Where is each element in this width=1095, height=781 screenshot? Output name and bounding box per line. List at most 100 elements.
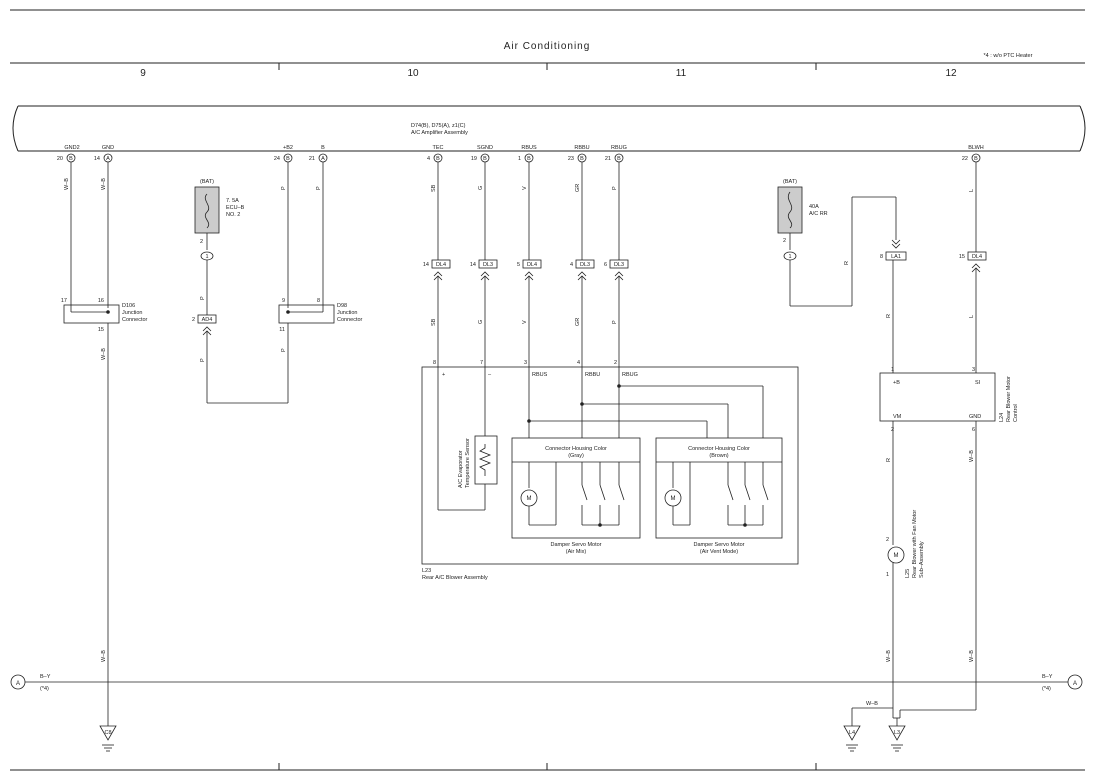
d106-desc: Junction — [122, 310, 143, 316]
pin-label-rbbu: RBBU — [574, 145, 589, 151]
pin-number: 2 — [891, 427, 894, 433]
fuse-rating: 7. 5A — [226, 198, 239, 204]
wire-color-label: G — [478, 186, 484, 190]
pin-number: 5 — [517, 262, 520, 268]
amplifier-connectors: D74(B), D75(A), z1(C) — [411, 123, 466, 129]
d106-name: D106 — [122, 303, 135, 309]
l25-name: L25 — [905, 569, 911, 578]
l23-name: L23 — [422, 568, 431, 574]
dl4-connector — [522, 259, 542, 269]
dl-conn-label: DL3 — [580, 262, 590, 268]
dl3-connector — [478, 259, 498, 269]
conn-letter: A — [106, 156, 110, 162]
sensor-label: A/C Evaporator — [458, 450, 464, 488]
pin-number: 8 — [433, 360, 436, 366]
wire-color-label: W–B — [886, 650, 892, 662]
pin-label: SI — [975, 380, 981, 386]
pin-number: 3 — [972, 367, 975, 373]
l24-blower-control — [879, 372, 996, 422]
wire-color-label: SB — [431, 318, 437, 326]
gray-housing-color: (Gray) — [568, 453, 584, 459]
ad4-connector — [197, 314, 217, 324]
la1-connector — [885, 251, 907, 261]
wire-color-label: W–B — [969, 650, 975, 662]
bat-label: (BAT) — [783, 179, 797, 185]
dl4-connector — [967, 251, 987, 261]
pin-label: – — [488, 372, 492, 378]
conn-letter: A — [321, 156, 325, 162]
wire-color-label: GR — [575, 318, 581, 326]
ref-note: (*4) — [1042, 686, 1051, 692]
motor-label: M — [894, 553, 899, 559]
pin-label-sgnd: SGND — [477, 145, 493, 151]
pin-label-gnd: GND — [102, 145, 114, 151]
ground-l3-label: L3 — [894, 730, 900, 736]
la1-label: LA1 — [891, 254, 901, 260]
motor-label: M — [671, 496, 676, 502]
wire-color-label: P — [281, 186, 287, 190]
dl3-connector — [575, 259, 595, 269]
wire-color-label: B–Y — [1042, 674, 1053, 680]
wire-color-label: R — [886, 458, 892, 462]
d98-circuit: P P 9 8 11 D98 Junction Connector P — [278, 162, 363, 403]
switch-contacts — [727, 462, 769, 527]
column-12-label: 12 — [945, 68, 957, 79]
pin-label: +B — [893, 380, 900, 386]
wire-color-label: P — [281, 348, 287, 352]
l25-desc: Rear Blower with Fan Motor — [912, 510, 918, 578]
dl3-connector — [609, 259, 629, 269]
pin-label-gnd2: GND2 — [64, 145, 79, 151]
la1-l24-circuit: LA1 8 R L DL4 15 L 1 3 +B SI VM GND 2 6 … — [843, 162, 1019, 752]
conn-letter: B — [69, 156, 73, 162]
pin-number: 9 — [282, 298, 285, 304]
servo-label: Damper Servo Motor — [693, 542, 744, 548]
dl-conn-label: DL4 — [972, 254, 982, 260]
bat-label: (BAT) — [200, 179, 214, 185]
blower-motor-icon — [887, 546, 905, 564]
dl-conn-label: DL4 — [436, 262, 446, 268]
pin-number: 21 — [605, 156, 611, 162]
l24-name: L24 — [999, 413, 1005, 422]
pin-number: 4 — [427, 156, 430, 162]
pin-label: GND — [969, 414, 981, 420]
wire-color-label: SB — [431, 184, 437, 192]
motor-label: M — [527, 496, 532, 502]
pin-number: 6 — [604, 262, 607, 268]
pin-label: + — [442, 372, 445, 378]
pin-label: RBBU — [585, 372, 600, 378]
d98-name: D98 — [337, 303, 347, 309]
column-11-label: 11 — [676, 68, 687, 79]
servo-label: Damper Servo Motor — [550, 542, 601, 548]
wire-color-label: P — [612, 186, 618, 190]
wire-color-label: G — [478, 320, 484, 324]
brown-housing-color: (Brown) — [709, 453, 728, 459]
wire-color-label: V — [522, 186, 528, 190]
fuse-name: A/C RR — [809, 211, 828, 217]
column-ticks — [278, 63, 817, 770]
wire-color-label: W–B — [969, 450, 975, 462]
ref-a-left-icon — [10, 674, 26, 690]
amplifier-name: A/C Amplifier Assembly — [411, 130, 468, 136]
wire-color-label: L — [969, 315, 975, 318]
fuse-rating: 40A — [809, 204, 819, 210]
fuse-ecu-b: (BAT) 7. 5A ECU–B NO. 2 2 1 P AD4 2 P — [192, 179, 288, 404]
pin-number: 2 — [614, 360, 617, 366]
junction-number: 1 — [205, 254, 208, 260]
pin-number: 1 — [518, 156, 521, 162]
pin-number: 21 — [309, 156, 315, 162]
pin-number: 20 — [57, 156, 63, 162]
pin-number: 23 — [568, 156, 574, 162]
dl-conn-label: DL3 — [614, 262, 624, 268]
wire-color-label: W–B — [101, 348, 107, 360]
wire-color-label: P — [200, 296, 206, 300]
pin-number: 8 — [317, 298, 320, 304]
wire-color-label: B–Y — [40, 674, 51, 680]
pin-number: 22 — [962, 156, 968, 162]
pin-number: 4 — [577, 360, 580, 366]
pin-number: 3 — [524, 360, 527, 366]
junction-number: 1 — [788, 254, 791, 260]
servo-label: (Air Mix) — [566, 549, 587, 555]
wire-color-label: P — [316, 186, 322, 190]
ground-c8-label: C8 — [104, 730, 111, 736]
